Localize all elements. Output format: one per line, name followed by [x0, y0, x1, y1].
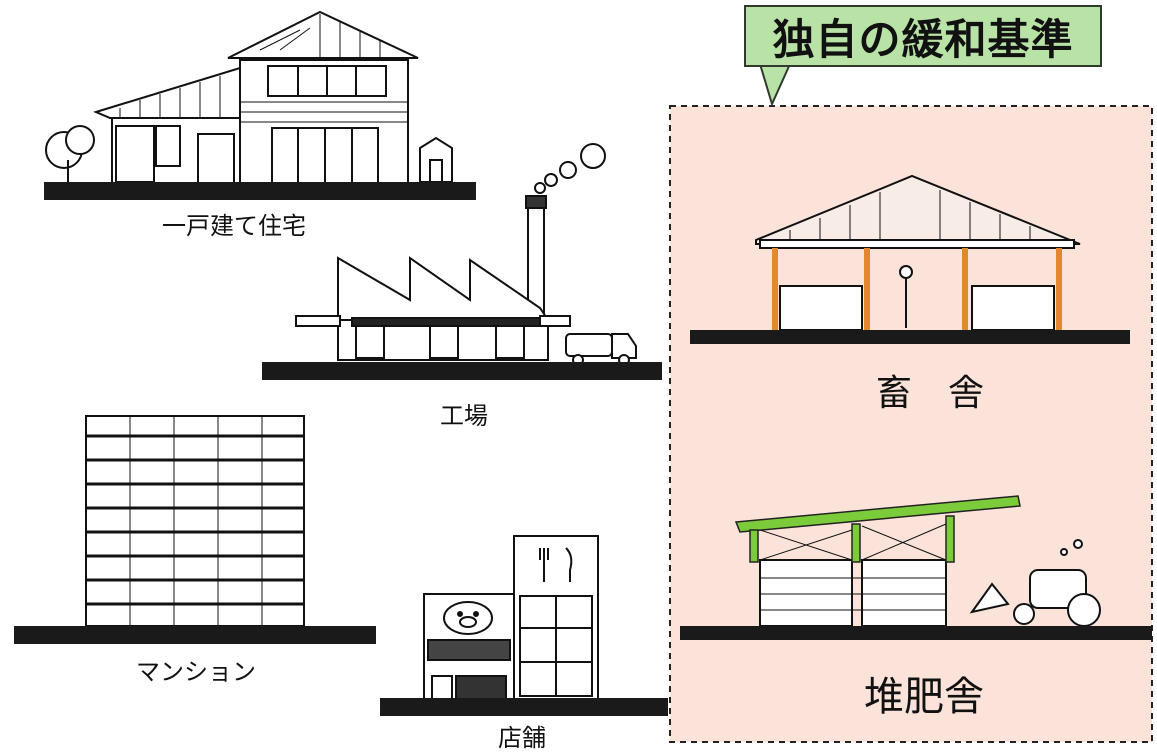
mansion-drawing [85, 415, 305, 627]
compost-shed-frame [734, 495, 1021, 563]
label-house: 一戸建て住宅 [162, 212, 306, 240]
shop-drawing [423, 535, 599, 701]
barn-posts [772, 248, 1062, 332]
label-shop: 店舗 [498, 724, 546, 752]
label-mansion: マンション [136, 658, 256, 686]
mansion-ground [14, 626, 376, 644]
house-drawing [45, 10, 453, 185]
factory-drawing [295, 143, 637, 366]
shop-ground [380, 698, 668, 716]
barn-ground [690, 330, 1130, 344]
compost-shed-drawing [759, 523, 1101, 627]
callout-tail [758, 63, 792, 107]
house-ground [44, 182, 476, 200]
compost-shed-ground [680, 626, 1152, 640]
factory-ground [262, 362, 662, 380]
label-compost-shed: 堆肥舎 [864, 674, 984, 720]
label-factory: 工場 [440, 402, 488, 430]
callout-exemption-standard: 独自の緩和基準 [744, 5, 1102, 67]
label-barn: 畜 舎 [876, 373, 985, 414]
